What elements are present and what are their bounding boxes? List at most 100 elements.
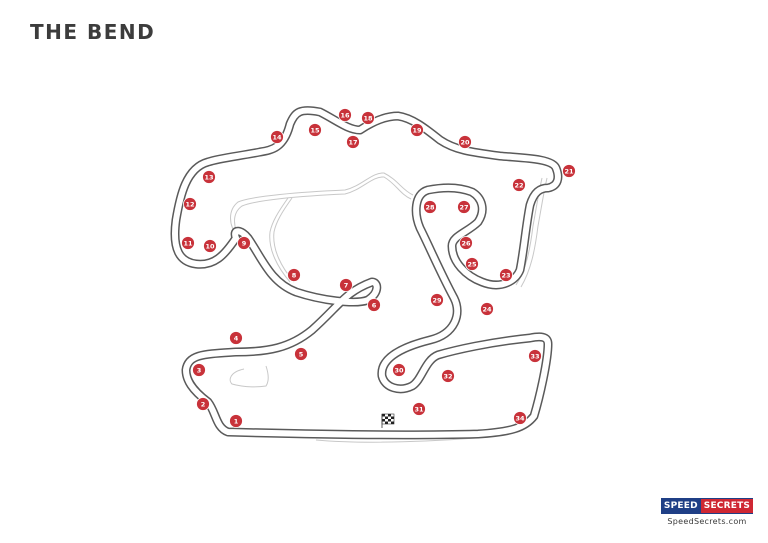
- turn-number: 24: [482, 305, 492, 313]
- turn-marker-dot: [528, 349, 542, 363]
- turn-marker-2: 2: [196, 397, 210, 411]
- turn-markers: 1234567891011121314151617181920212223242…: [181, 108, 576, 428]
- turn-marker-9: 9: [237, 236, 251, 250]
- speed-secrets-logo: SPEED SECRETS SpeedSecrets.com: [660, 498, 754, 526]
- turn-number: 5: [299, 350, 304, 358]
- turn-marker-dot: [458, 135, 472, 149]
- turn-number: 1: [234, 417, 239, 425]
- turn-marker-dot: [499, 268, 513, 282]
- turn-marker-11: 11: [181, 236, 195, 250]
- turn-marker-10: 10: [203, 239, 217, 253]
- turn-number: 27: [459, 203, 468, 211]
- turn-marker-dot: [513, 411, 527, 425]
- turn-marker-dot: [181, 236, 195, 250]
- turn-marker-dot: [512, 178, 526, 192]
- turn-number: 23: [501, 271, 510, 279]
- turn-marker-dot: [294, 347, 308, 361]
- turn-number: 22: [514, 181, 523, 189]
- turn-marker-dot: [367, 298, 381, 312]
- turn-marker-dot: [410, 123, 424, 137]
- turn-marker-dot: [229, 331, 243, 345]
- logo-word-secrets: SECRETS: [700, 499, 754, 513]
- turn-marker-dot: [339, 278, 353, 292]
- turn-marker-dot: [412, 402, 426, 416]
- turn-number: 7: [344, 281, 349, 289]
- turn-marker-22: 22: [512, 178, 526, 192]
- turn-marker-6: 6: [367, 298, 381, 312]
- turn-marker-33: 33: [528, 349, 542, 363]
- turn-number: 8: [292, 271, 297, 279]
- turn-marker-28: 28: [423, 200, 437, 214]
- turn-number: 28: [425, 203, 435, 211]
- turn-number: 4: [234, 334, 239, 342]
- turn-marker-dot: [457, 200, 471, 214]
- checkered-flag-icon: [381, 413, 395, 428]
- turn-number: 13: [204, 173, 213, 181]
- turn-marker-20: 20: [458, 135, 472, 149]
- turn-marker-dot: [423, 200, 437, 214]
- turn-marker-dot: [202, 170, 216, 184]
- turn-number: 18: [363, 114, 373, 122]
- turn-number: 20: [460, 138, 470, 146]
- turn-marker-dot: [346, 135, 360, 149]
- turn-number: 9: [242, 239, 247, 247]
- alternate-track-sections: [229, 172, 548, 443]
- turn-marker-dot: [441, 369, 455, 383]
- turn-marker-dot: [287, 268, 301, 282]
- turn-marker-dot: [430, 293, 444, 307]
- turn-marker-3: 3: [192, 363, 206, 377]
- turn-number: 16: [340, 111, 350, 119]
- turn-marker-16: 16: [338, 108, 352, 122]
- turn-number: 14: [272, 133, 282, 141]
- turn-marker-dot: [229, 414, 243, 428]
- turn-number: 21: [564, 167, 574, 175]
- turn-marker-7: 7: [339, 278, 353, 292]
- turn-number: 32: [443, 372, 452, 380]
- turn-marker-12: 12: [183, 197, 197, 211]
- turn-marker-30: 30: [392, 363, 406, 377]
- turn-marker-dot: [361, 111, 375, 125]
- turn-marker-dot: [308, 123, 322, 137]
- page-title: THE BEND: [30, 20, 156, 44]
- turn-marker-32: 32: [441, 369, 455, 383]
- turn-number: 25: [467, 260, 477, 268]
- turn-marker-24: 24: [480, 302, 494, 316]
- turn-marker-dot: [338, 108, 352, 122]
- turn-marker-dot: [192, 363, 206, 377]
- turn-marker-dot: [459, 236, 473, 250]
- turn-marker-dot: [196, 397, 210, 411]
- turn-marker-5: 5: [294, 347, 308, 361]
- turn-marker-dot: [270, 130, 284, 144]
- turn-marker-1: 1: [229, 414, 243, 428]
- turn-marker-dot: [480, 302, 494, 316]
- turn-number: 33: [530, 352, 539, 360]
- turn-marker-19: 19: [410, 123, 424, 137]
- turn-marker-8: 8: [287, 268, 301, 282]
- turn-number: 30: [394, 366, 404, 374]
- turn-number: 15: [310, 126, 320, 134]
- turn-marker-dot: [203, 239, 217, 253]
- main-circuit: [170, 106, 563, 440]
- turn-number: 29: [432, 296, 442, 304]
- logo-wordmark: SPEED SECRETS: [660, 498, 754, 514]
- turn-number: 12: [185, 200, 194, 208]
- turn-number: 26: [461, 239, 471, 247]
- turn-marker-14: 14: [270, 130, 284, 144]
- turn-number: 3: [197, 366, 202, 374]
- logo-url: SpeedSecrets.com: [667, 517, 747, 526]
- turn-marker-27: 27: [457, 200, 471, 214]
- turn-marker-dot: [465, 257, 479, 271]
- turn-marker-23: 23: [499, 268, 513, 282]
- turn-marker-dot: [237, 236, 251, 250]
- turn-marker-13: 13: [202, 170, 216, 184]
- turn-marker-15: 15: [308, 123, 322, 137]
- turn-marker-dot: [562, 164, 576, 178]
- turn-number: 31: [414, 405, 424, 413]
- logo-word-speed: SPEED: [660, 499, 701, 513]
- turn-marker-dot: [183, 197, 197, 211]
- turn-marker-25: 25: [465, 257, 479, 271]
- turn-number: 10: [205, 242, 215, 250]
- turn-marker-31: 31: [412, 402, 426, 416]
- turn-number: 11: [183, 239, 193, 247]
